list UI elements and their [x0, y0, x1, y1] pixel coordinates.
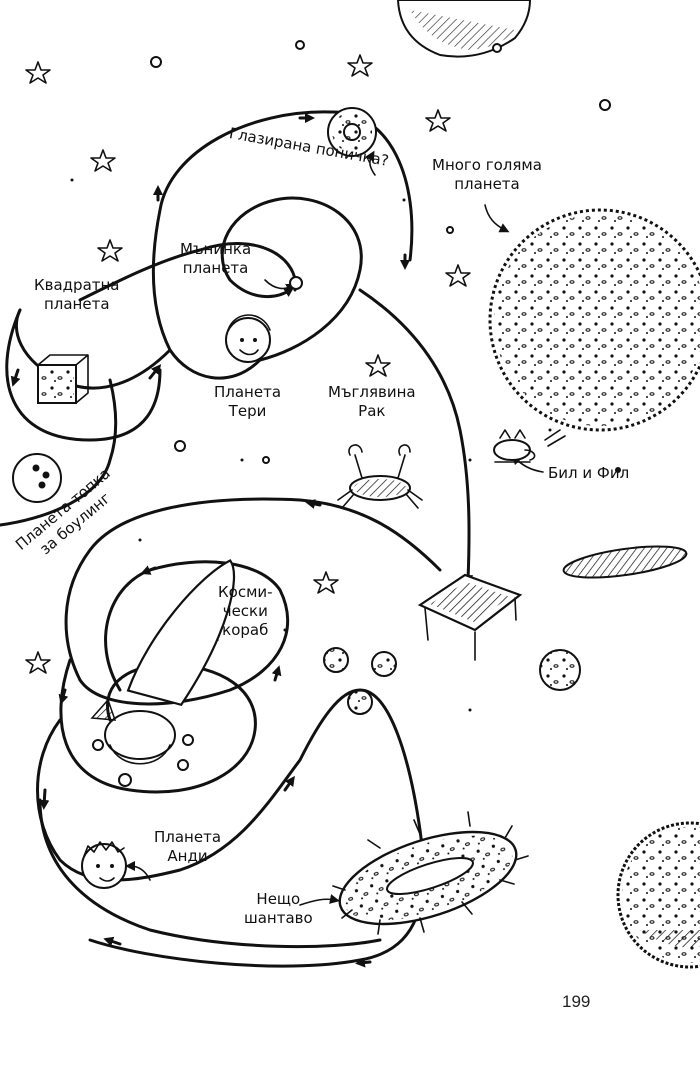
label-planet-teri-line1: Планета: [214, 383, 282, 401]
label-something-weird: Нещо шантаво: [244, 890, 313, 928]
label-planet-andy-line2: Анди: [167, 847, 208, 865]
top-partial-planet: [396, 0, 532, 58]
label-spaceship-line2: чески: [222, 602, 268, 620]
label-spaceship-line1: Косми-: [218, 583, 273, 601]
something-weird-drawing: [332, 811, 529, 935]
label-crab-nebula-line1: Мъглявина: [328, 383, 416, 401]
label-spaceship-line3: кораб: [222, 621, 269, 639]
label-planet-andy-line1: Планета: [154, 828, 222, 846]
orbit-paths: [0, 110, 474, 968]
label-planet-teri-line2: Тери: [228, 402, 267, 420]
label-tiny-planet: Мънинка планета: [180, 240, 251, 278]
label-something-weird-line1: Нещо: [256, 890, 301, 908]
label-very-big-planet-line1: Много голяма: [432, 156, 542, 174]
crab-nebula-drawing: [337, 444, 423, 509]
trampoline-drawing: [417, 573, 523, 661]
square-planet-drawing: [37, 354, 89, 404]
label-square-planet-line2: планета: [43, 295, 110, 313]
planet-andy-drawing: [81, 841, 127, 889]
label-crab-nebula-line2: Рак: [358, 402, 386, 420]
tiny-space-dots: [70, 40, 621, 712]
label-bill-and-phil-text: Бил и Фил: [548, 464, 630, 482]
label-tiny-planet-line2: планета: [182, 259, 249, 277]
label-very-big-planet-line2: планета: [454, 175, 520, 193]
label-something-weird-line2: шантаво: [244, 909, 313, 927]
label-bill-and-phil: Бил и Фил: [548, 464, 629, 483]
flat-galaxy-drawing: [562, 545, 688, 579]
bowling-planet-drawing: [12, 453, 62, 503]
planet-teri-drawing: [225, 314, 271, 363]
label-planet-andy: Планета Анди: [154, 828, 221, 866]
label-planet-teri: Планета Тери: [214, 383, 281, 421]
page-number: 199: [562, 992, 591, 1011]
stars: [25, 54, 471, 674]
label-square-planet: Квадратна планета: [34, 276, 120, 314]
glazed-donut-drawing: [327, 107, 377, 157]
spaceship-drawing: [90, 559, 236, 787]
very-big-planet-drawing: [488, 208, 700, 432]
label-square-planet-line1: Квадратна: [34, 276, 120, 294]
label-crab-nebula: Мъглявина Рак: [328, 383, 416, 421]
bill-and-phil-drawing: [493, 429, 566, 463]
bottom-right-partial-planet: [616, 821, 700, 969]
tiny-planet-drawing: [289, 276, 303, 290]
label-spaceship: Косми- чески кораб: [218, 583, 273, 640]
label-tiny-planet-line1: Мънинка: [180, 240, 252, 258]
small-planets-middle: [323, 647, 581, 715]
label-very-big-planet: Много голяма планета: [432, 156, 542, 194]
